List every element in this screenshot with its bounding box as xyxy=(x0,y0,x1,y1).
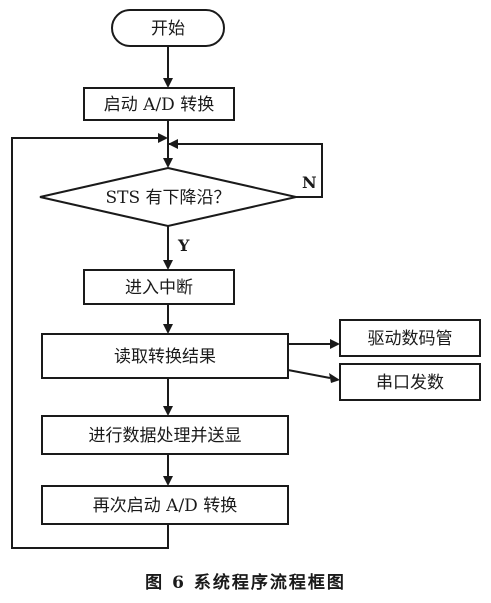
drive-display-node: 驱动数码管 xyxy=(339,319,481,357)
restart-ad-node: 再次启动 A/D 转换 xyxy=(41,485,289,525)
restart-ad-label: 再次启动 A/D 转换 xyxy=(93,496,237,516)
serial-send-label: 串口发数 xyxy=(376,373,444,393)
arrow-head xyxy=(163,260,173,270)
process-data-label: 进行数据处理并送显 xyxy=(89,426,242,446)
start-ad-label: 启动 A/D 转换 xyxy=(104,95,214,115)
arrow-head xyxy=(163,158,173,168)
decision-node: STS 有下降沿？ xyxy=(39,166,297,228)
figure-caption: 图 6 系统程序流程框图 xyxy=(145,573,346,593)
serial-send-node: 串口发数 xyxy=(339,363,481,401)
interrupt-node: 进入中断 xyxy=(83,269,235,305)
start-node: 开始 xyxy=(111,9,225,47)
decision-label: STS 有下降沿？ xyxy=(105,188,230,208)
process-data-node: 进行数据处理并送显 xyxy=(41,415,289,455)
drive-display-label: 驱动数码管 xyxy=(368,329,453,349)
arrow-head xyxy=(163,78,173,88)
start-ad-node: 启动 A/D 转换 xyxy=(83,87,235,121)
arrow-head xyxy=(163,476,173,486)
read-result-label: 读取转换结果 xyxy=(114,347,216,367)
arrow-head xyxy=(330,339,340,349)
yes-branch-label: Y xyxy=(177,236,190,255)
interrupt-label: 进入中断 xyxy=(125,278,193,298)
arrow-head xyxy=(158,133,168,143)
no-branch-label: N xyxy=(302,173,317,192)
arrow-head xyxy=(163,406,173,416)
read-result-node: 读取转换结果 xyxy=(41,333,289,379)
arrow-head xyxy=(163,324,173,334)
arrow-head xyxy=(329,373,340,383)
arrow-head xyxy=(168,139,178,149)
start-label: 开始 xyxy=(151,19,185,39)
